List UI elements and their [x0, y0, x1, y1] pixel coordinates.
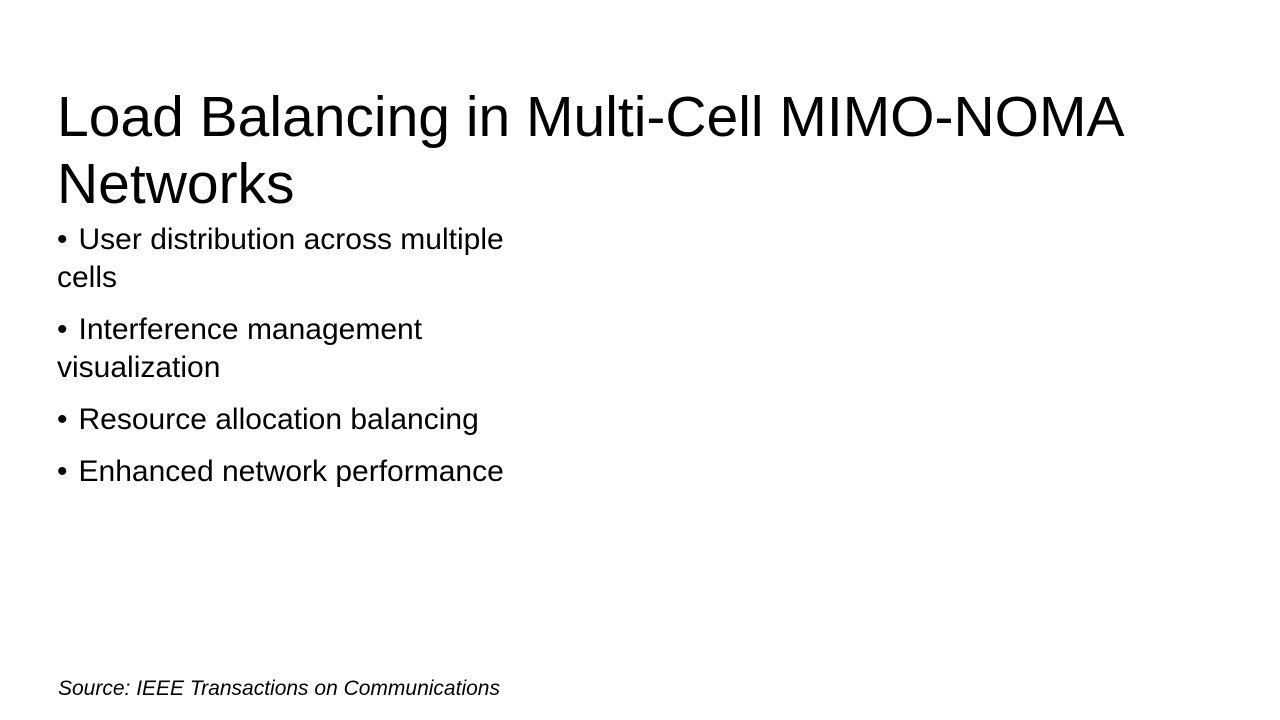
source-citation: Source: IEEE Transactions on Communicati…	[58, 677, 500, 700]
bullet-text: User distribution across multiple cells	[57, 223, 504, 294]
bullet-text: Resource allocation balancing	[78, 403, 479, 436]
bullet-item: • Enhanced network performance	[57, 453, 717, 491]
bullet-item: • Resource allocation balancing	[57, 401, 717, 439]
bullet-icon: •	[57, 313, 68, 346]
bullet-icon: •	[57, 223, 68, 256]
bullet-text: Enhanced network performance	[78, 455, 504, 488]
slide-title: Load Balancing in Multi-Cell MIMO-NOMA N…	[57, 85, 1125, 217]
bullet-list: •User distribution across multiple cells…	[57, 221, 717, 505]
bullet-item: •User distribution across multiple cells	[57, 221, 717, 297]
bullet-text: Interference management visualization	[57, 313, 423, 384]
bullet-item: •Interference management visualization	[57, 311, 717, 387]
bullet-icon: •	[57, 403, 68, 436]
bullet-icon: •	[57, 455, 68, 488]
